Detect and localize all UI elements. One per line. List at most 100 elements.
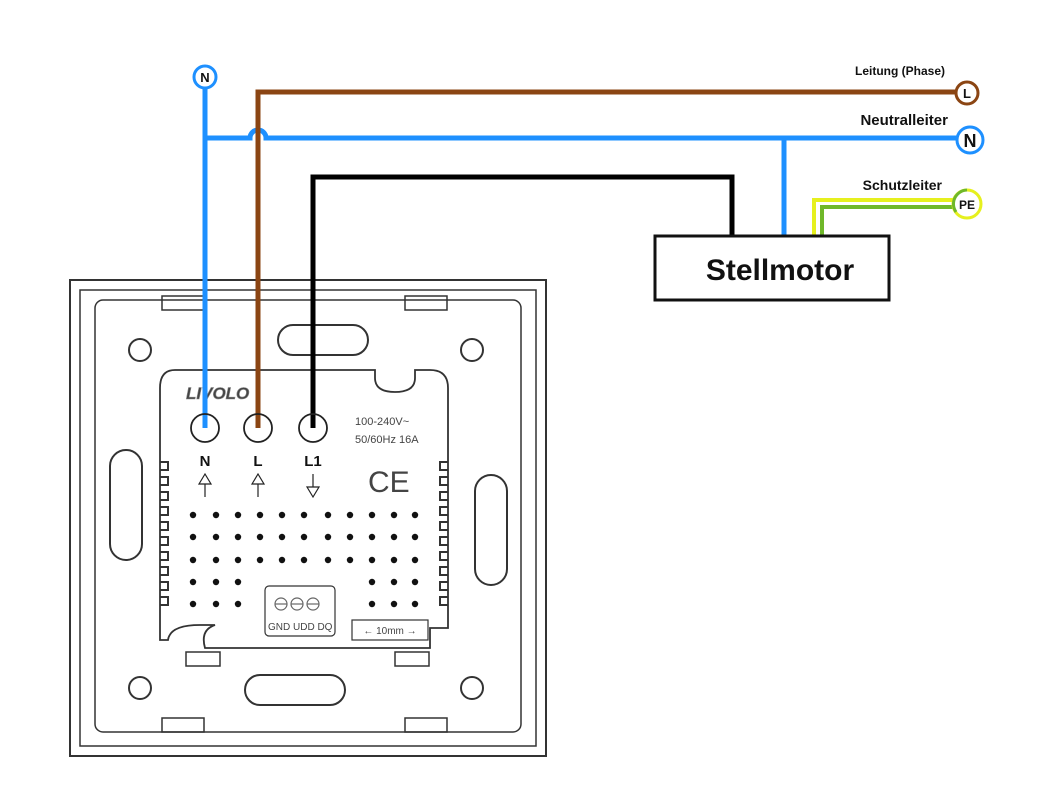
- vent-hole: [368, 511, 376, 519]
- screw-hole: [460, 676, 484, 700]
- mount-slot: [474, 474, 508, 586]
- vent-hole: [368, 600, 376, 608]
- terminal-top-neutral: N: [192, 64, 218, 90]
- vent-hole: [300, 556, 308, 564]
- arrow-up-icon: [197, 472, 213, 497]
- rating-voltage: 100-240V~: [355, 416, 409, 428]
- phase-label: Leitung (Phase): [855, 64, 945, 78]
- outer-frame: [69, 279, 547, 757]
- vent-hole: [256, 511, 264, 519]
- fin: [439, 581, 448, 591]
- phase-wire: [255, 89, 956, 425]
- fin: [439, 551, 448, 561]
- fin: [160, 506, 169, 516]
- cooling-fins-right: [439, 461, 448, 606]
- terminal-letter: N: [964, 131, 977, 151]
- neutral-wire: [205, 127, 958, 141]
- vent-hole: [390, 578, 398, 586]
- mount-slot: [109, 449, 143, 561]
- fin: [439, 461, 448, 471]
- fin: [439, 506, 448, 516]
- motor-label: Stellmotor: [706, 254, 855, 287]
- terminal-neutral: N: [955, 125, 985, 155]
- vent-hole: [390, 533, 398, 541]
- vent-hole: [234, 533, 242, 541]
- vent-hole: [411, 578, 419, 586]
- arrow-down-icon: [305, 474, 321, 499]
- module-body: [159, 369, 449, 649]
- tab: [394, 651, 430, 667]
- vent-hole: [212, 511, 220, 519]
- screw-hole: [128, 676, 152, 700]
- vent-hole: [189, 556, 197, 564]
- terminal-earth: PE: [951, 188, 983, 220]
- screw-hole: [460, 338, 484, 362]
- fin: [160, 551, 169, 561]
- neutral-label: Neutralleiter: [860, 112, 948, 129]
- vent-hole: [411, 511, 419, 519]
- fin: [160, 566, 169, 576]
- vent-hole: [411, 600, 419, 608]
- switched-wire: [310, 174, 735, 425]
- mount-slot: [277, 324, 369, 356]
- frame-inner: [79, 289, 537, 747]
- vent-hole: [212, 556, 220, 564]
- fin: [439, 596, 448, 606]
- fin: [160, 581, 169, 591]
- cooling-fins-left: [160, 461, 169, 606]
- earth-wire-yellow: [812, 198, 955, 236]
- ce-mark: CE: [368, 466, 410, 499]
- mount-slot: [244, 674, 346, 706]
- vent-hole: [234, 511, 242, 519]
- vent-hole: [324, 533, 332, 541]
- terminal-letter: PE: [959, 198, 975, 212]
- strip-gauge: [351, 619, 429, 641]
- vent-hole: [368, 578, 376, 586]
- terminal-label-l: L: [253, 453, 262, 470]
- vent-hole: [234, 578, 242, 586]
- vent-hole: [278, 533, 286, 541]
- vent-hole: [368, 533, 376, 541]
- vent-hole: [189, 578, 197, 586]
- vent-hole: [189, 511, 197, 519]
- fin: [160, 536, 169, 546]
- vent-hole: [234, 600, 242, 608]
- strip-length: ← 10mm →: [363, 626, 416, 637]
- fin: [160, 491, 169, 501]
- vent-hole: [346, 511, 354, 519]
- clip: [161, 295, 205, 311]
- vent-hole: [368, 556, 376, 564]
- vent-hole: [324, 511, 332, 519]
- vent-hole: [256, 533, 264, 541]
- vent-hole: [212, 533, 220, 541]
- vent-hole: [411, 533, 419, 541]
- terminal-circle: [954, 80, 980, 106]
- vent-hole: [300, 511, 308, 519]
- terminal-label-l1: L1: [304, 453, 322, 470]
- rating-frequency: 50/60Hz 16A: [355, 434, 419, 446]
- terminal-letter: N: [200, 70, 209, 85]
- arrow-up-icon: [250, 472, 266, 497]
- tab: [185, 651, 221, 667]
- back-plate: [94, 299, 522, 733]
- terminal-phase: L: [954, 80, 980, 106]
- fin: [160, 476, 169, 486]
- vent-hole: [300, 533, 308, 541]
- brand-logo: LIVOLO: [186, 384, 249, 403]
- vent-hole: [390, 511, 398, 519]
- clip: [404, 717, 448, 733]
- fin: [439, 566, 448, 576]
- vent-hole: [278, 511, 286, 519]
- clip: [404, 295, 448, 311]
- vent-hole: [346, 556, 354, 564]
- terminal-letter: L: [963, 86, 971, 101]
- vent-hole: [278, 556, 286, 564]
- fin: [439, 521, 448, 531]
- terminal-circle: [192, 64, 218, 90]
- vent-hole: [346, 533, 354, 541]
- earth-label: Schutzleiter: [863, 177, 943, 193]
- fin: [160, 596, 169, 606]
- terminal-circle-green: [951, 188, 968, 213]
